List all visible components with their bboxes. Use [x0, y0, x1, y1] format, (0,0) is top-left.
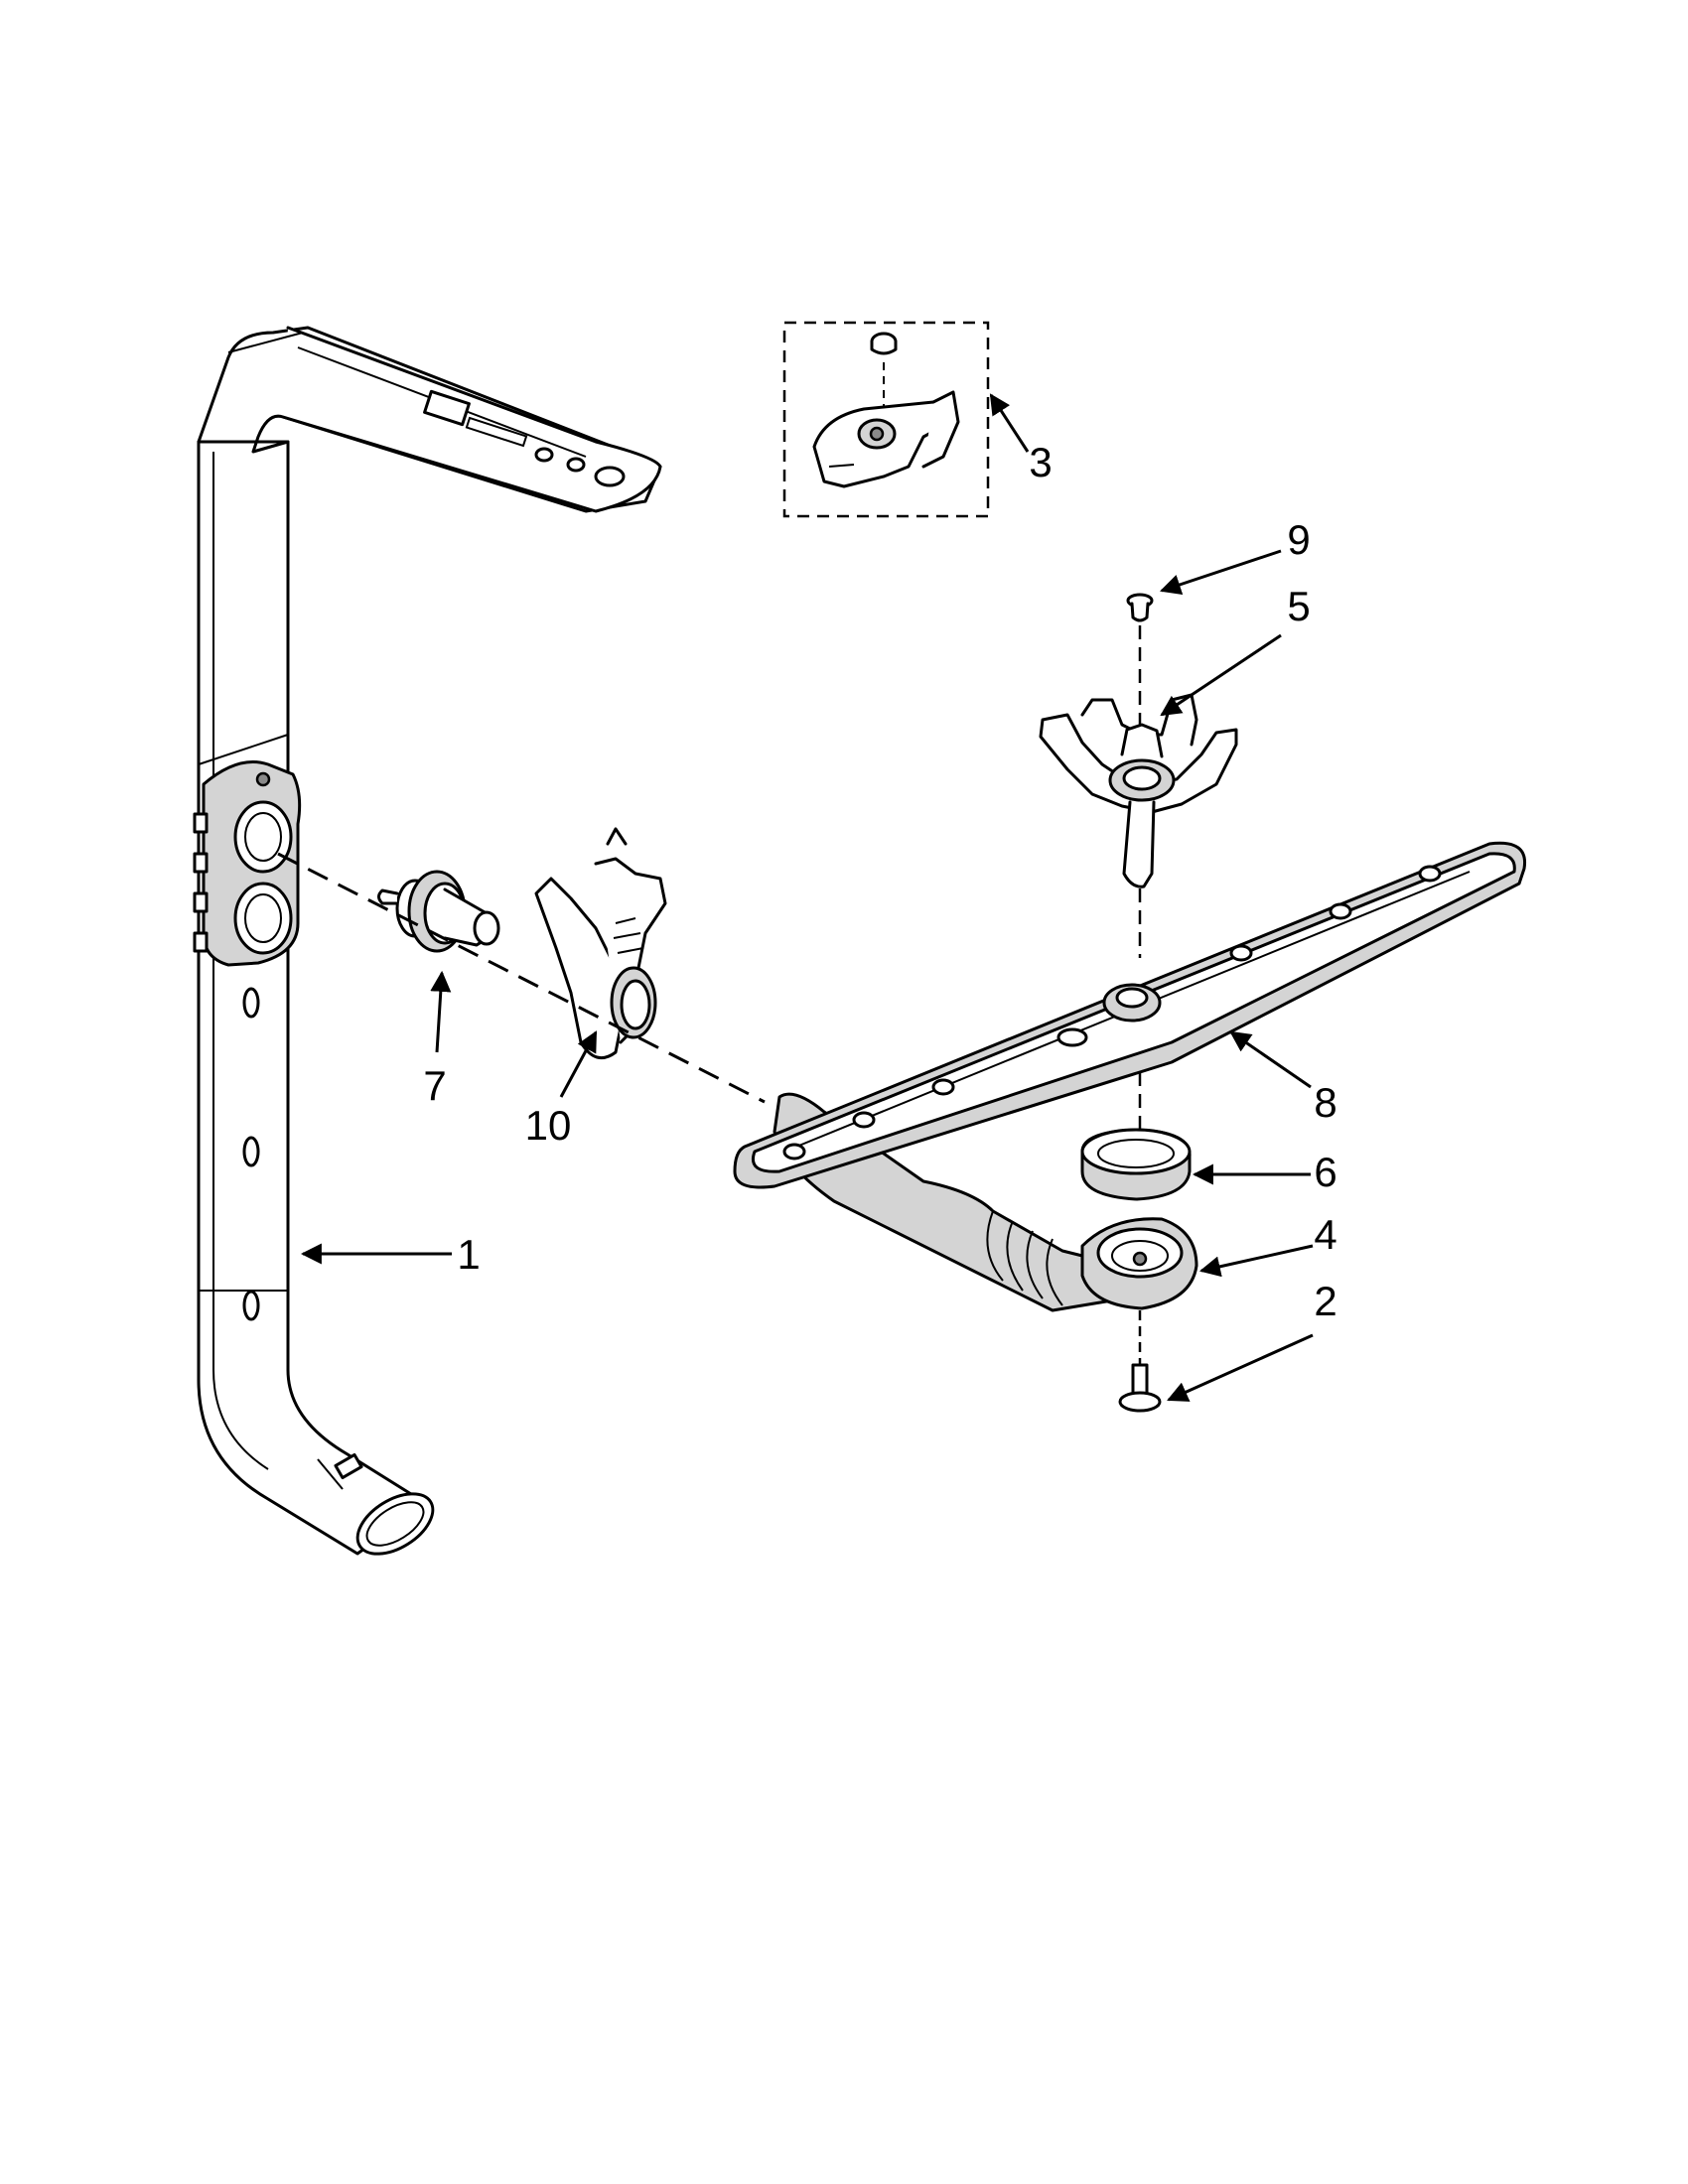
- part-8-spray-arm: [733, 841, 1527, 1312]
- callout-7: 7: [423, 1062, 446, 1109]
- leader-9: [1160, 549, 1282, 595]
- callout-1: 1: [457, 1231, 480, 1278]
- leader-10: [559, 1030, 598, 1098]
- part-2-screw: [1118, 1310, 1162, 1413]
- leader-8: [1229, 1030, 1312, 1089]
- part-10-retainer-clip: [534, 827, 667, 1060]
- callout-10: 10: [525, 1102, 572, 1149]
- part-5-wash-arm-support: [1039, 693, 1238, 958]
- part-4-hub: [1080, 1217, 1198, 1310]
- part-3-boxed-assembly: [782, 321, 990, 518]
- callout-5: 5: [1287, 583, 1310, 629]
- leader-lines: [300, 393, 1314, 1402]
- part-7-connector: [377, 870, 500, 953]
- callout-2: 2: [1314, 1278, 1336, 1324]
- callout-6: 6: [1314, 1149, 1336, 1195]
- leader-4: [1198, 1244, 1314, 1278]
- callout-labels: 1 2 3 4 5 6 7 8 9 10: [423, 439, 1336, 1324]
- callout-8: 8: [1314, 1079, 1336, 1126]
- leader-2: [1167, 1333, 1314, 1402]
- callout-3: 3: [1029, 439, 1052, 485]
- part-1-supply-tube: [193, 326, 662, 1556]
- leader-7: [430, 970, 452, 1053]
- callout-4: 4: [1314, 1211, 1336, 1258]
- leader-3: [989, 393, 1030, 453]
- part-6-seal-ring: [1080, 1128, 1192, 1201]
- leader-5: [1160, 633, 1282, 717]
- part-9-screw: [1126, 593, 1154, 735]
- callout-9: 9: [1287, 516, 1310, 563]
- alignment-line: [277, 852, 766, 1104]
